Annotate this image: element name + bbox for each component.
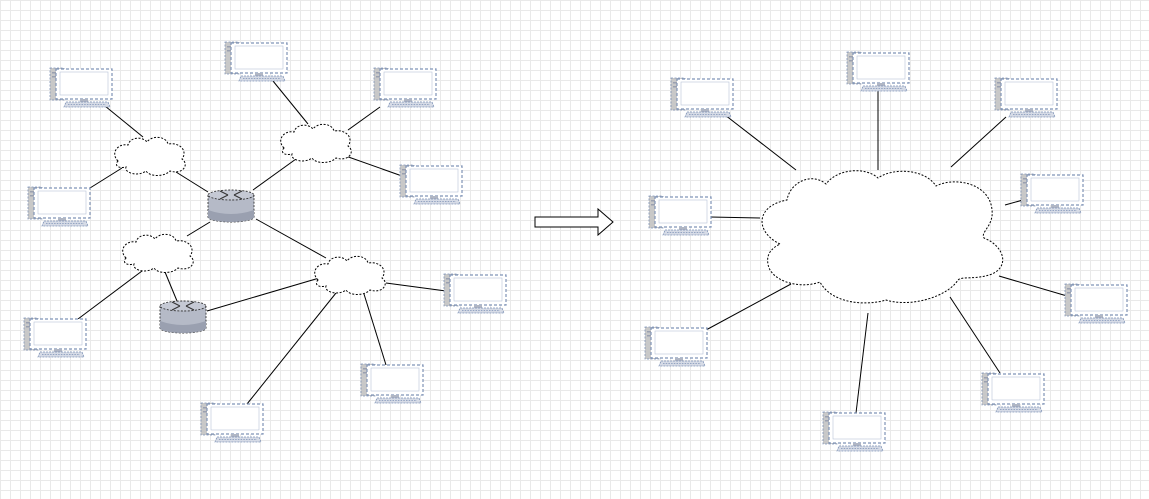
router-1-icon — [207, 189, 255, 223]
computer-icon — [1020, 173, 1084, 214]
computer-icon — [399, 164, 463, 205]
computer-icon — [822, 411, 886, 452]
computer-icon — [373, 67, 437, 108]
computer-icon — [648, 195, 712, 236]
left-connection-lines — [77, 80, 447, 405]
computer-icon — [360, 363, 424, 404]
computer-icon — [994, 77, 1058, 118]
cloud-a — [114, 136, 186, 176]
computer-icon — [23, 317, 87, 358]
computer-icon — [49, 67, 113, 108]
computer-icon — [644, 326, 708, 367]
router-2-icon — [159, 300, 207, 334]
left-network — [23, 41, 507, 443]
right-arrow-icon — [534, 207, 614, 237]
computer-icon — [224, 41, 288, 82]
computer-icon — [846, 51, 910, 92]
cloud-c — [122, 233, 194, 273]
computer-icon — [200, 402, 264, 443]
internet-cloud — [761, 170, 1004, 304]
computer-icon — [27, 186, 91, 227]
computer-icon — [981, 372, 1045, 413]
right-network — [644, 51, 1128, 452]
computer-icon — [1064, 283, 1128, 324]
computer-icon — [670, 77, 734, 118]
computer-icon — [443, 273, 507, 314]
right-connection-lines — [705, 90, 1068, 414]
cloud-d — [314, 255, 386, 295]
cloud-b — [280, 123, 352, 163]
